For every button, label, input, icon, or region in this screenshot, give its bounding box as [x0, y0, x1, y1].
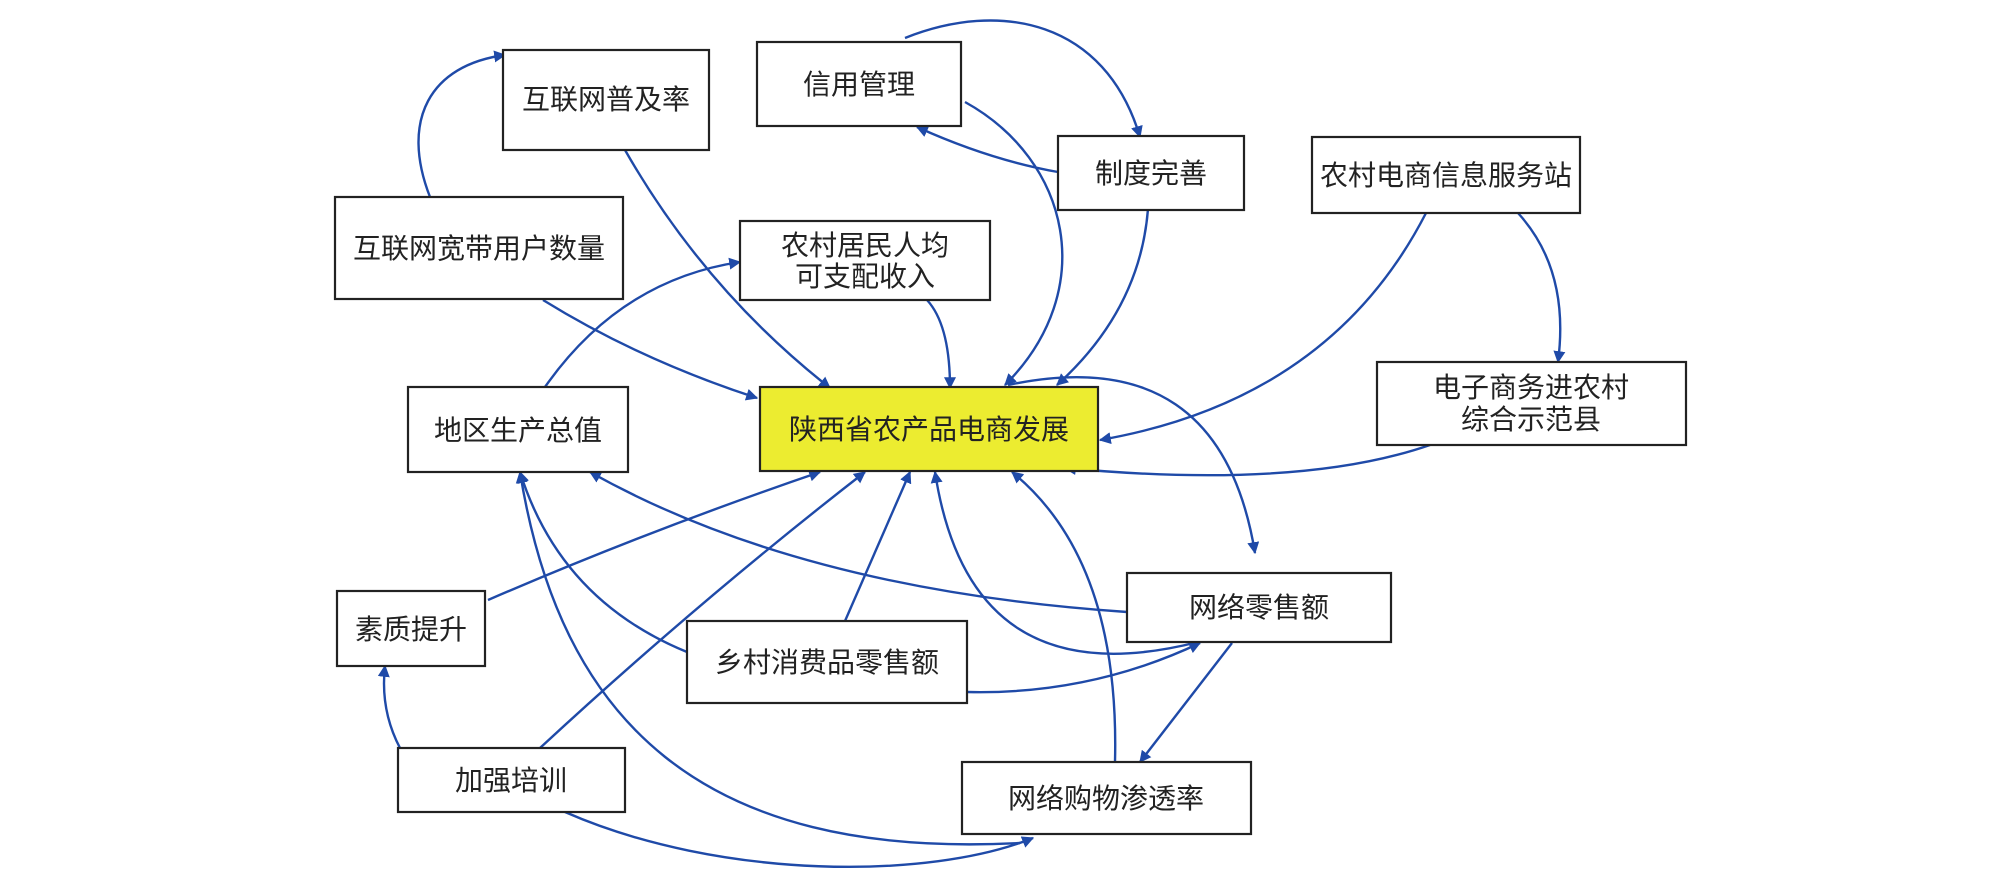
- edge-training-to-quality: [377, 664, 402, 749]
- node-rural-income-line1: 农村居民人均: [781, 229, 949, 262]
- edge-online-retail-to-gdp: [588, 470, 1128, 614]
- edge-credit-to-system: [904, 19, 1143, 139]
- edge-broadband-to-internet-penetration: [417, 50, 507, 198]
- edge-shopping-penetration-to-gdp: [515, 470, 1021, 846]
- edge-rural-retail-to-online-retail: [966, 641, 1202, 694]
- edge-demo-county-to-center: [1063, 443, 1431, 477]
- node-rural-service-station: 农村电商信息服务站: [1310, 135, 1582, 215]
- edge-training-to-shopping-penetration: [564, 810, 1035, 869]
- node-credit-management: 信用管理: [755, 40, 963, 128]
- node-online-retail: 网络零售额: [1125, 571, 1393, 644]
- edge-quality-to-center: [487, 469, 822, 602]
- node-internet-penetration-label: 互联网普及率: [522, 83, 690, 116]
- edge-rural-retail-to-center: [843, 470, 912, 622]
- edge-gdp-to-rural-income: [544, 257, 742, 388]
- node-gdp-label: 地区生产总值: [434, 414, 602, 447]
- edge-credit-to-center: [964, 100, 1064, 386]
- node-center-label: 陕西省农产品电商发展: [789, 413, 1069, 446]
- node-rural-retail: 乡村消费品零售额: [685, 619, 969, 705]
- node-broadband-users-label: 互联网宽带用户数量: [353, 232, 605, 265]
- node-demo-county: 电子商务进农村 综合示范县: [1375, 360, 1688, 447]
- node-online-shopping-penetration-label: 网络购物渗透率: [1008, 782, 1204, 815]
- node-training-label: 加强培训: [455, 764, 567, 797]
- node-training: 加强培训: [396, 746, 627, 814]
- edge-rural-retail-to-gdp: [517, 470, 688, 654]
- node-broadband-users: 互联网宽带用户数量: [333, 195, 625, 301]
- node-gdp: 地区生产总值: [406, 385, 630, 474]
- edge-system-to-credit: [915, 125, 1059, 174]
- node-demo-county-line1: 电子商务进农村: [1433, 371, 1629, 404]
- node-internet-penetration: 互联网普及率: [501, 48, 711, 152]
- node-credit-management-label: 信用管理: [803, 68, 915, 101]
- node-quality-improvement-label: 素质提升: [355, 613, 467, 646]
- edge-shopping-penetration-to-center: [1011, 471, 1117, 763]
- edge-station-to-demo-county: [1517, 212, 1566, 364]
- node-online-shopping-penetration: 网络购物渗透率: [960, 760, 1253, 836]
- edge-online-retail-to-center: [930, 470, 1199, 655]
- edge-broadband-to-center: [542, 298, 759, 401]
- edge-online-retail-to-shopping-penetration: [1139, 642, 1233, 763]
- edge-internet-penetration-to-center: [623, 149, 831, 389]
- node-system-improvement-label: 制度完善: [1095, 157, 1207, 190]
- edge-station-to-center: [1098, 212, 1428, 445]
- edge-rural-income-to-center: [926, 299, 956, 390]
- edge-center-to-online-retail: [1007, 376, 1260, 555]
- node-rural-service-station-label: 农村电商信息服务站: [1320, 159, 1572, 192]
- node-center: 陕西省农产品电商发展: [758, 385, 1100, 473]
- edge-system-to-center: [1056, 208, 1150, 386]
- node-system-improvement: 制度完善: [1056, 134, 1246, 212]
- node-online-retail-label: 网络零售额: [1189, 591, 1329, 624]
- node-rural-retail-label: 乡村消费品零售额: [715, 646, 939, 679]
- edges: [377, 19, 1566, 869]
- node-demo-county-line2: 综合示范县: [1461, 403, 1601, 436]
- node-rural-income-line2: 可支配收入: [795, 260, 935, 293]
- nodes: 陕西省农产品电商发展 互联网普及率 信用管理 制度完善 农村电商信息服务站 互联…: [333, 40, 1688, 836]
- node-rural-income: 农村居民人均 可支配收入: [738, 219, 992, 302]
- node-quality-improvement: 素质提升: [335, 589, 487, 668]
- edge-training-to-center: [539, 471, 866, 749]
